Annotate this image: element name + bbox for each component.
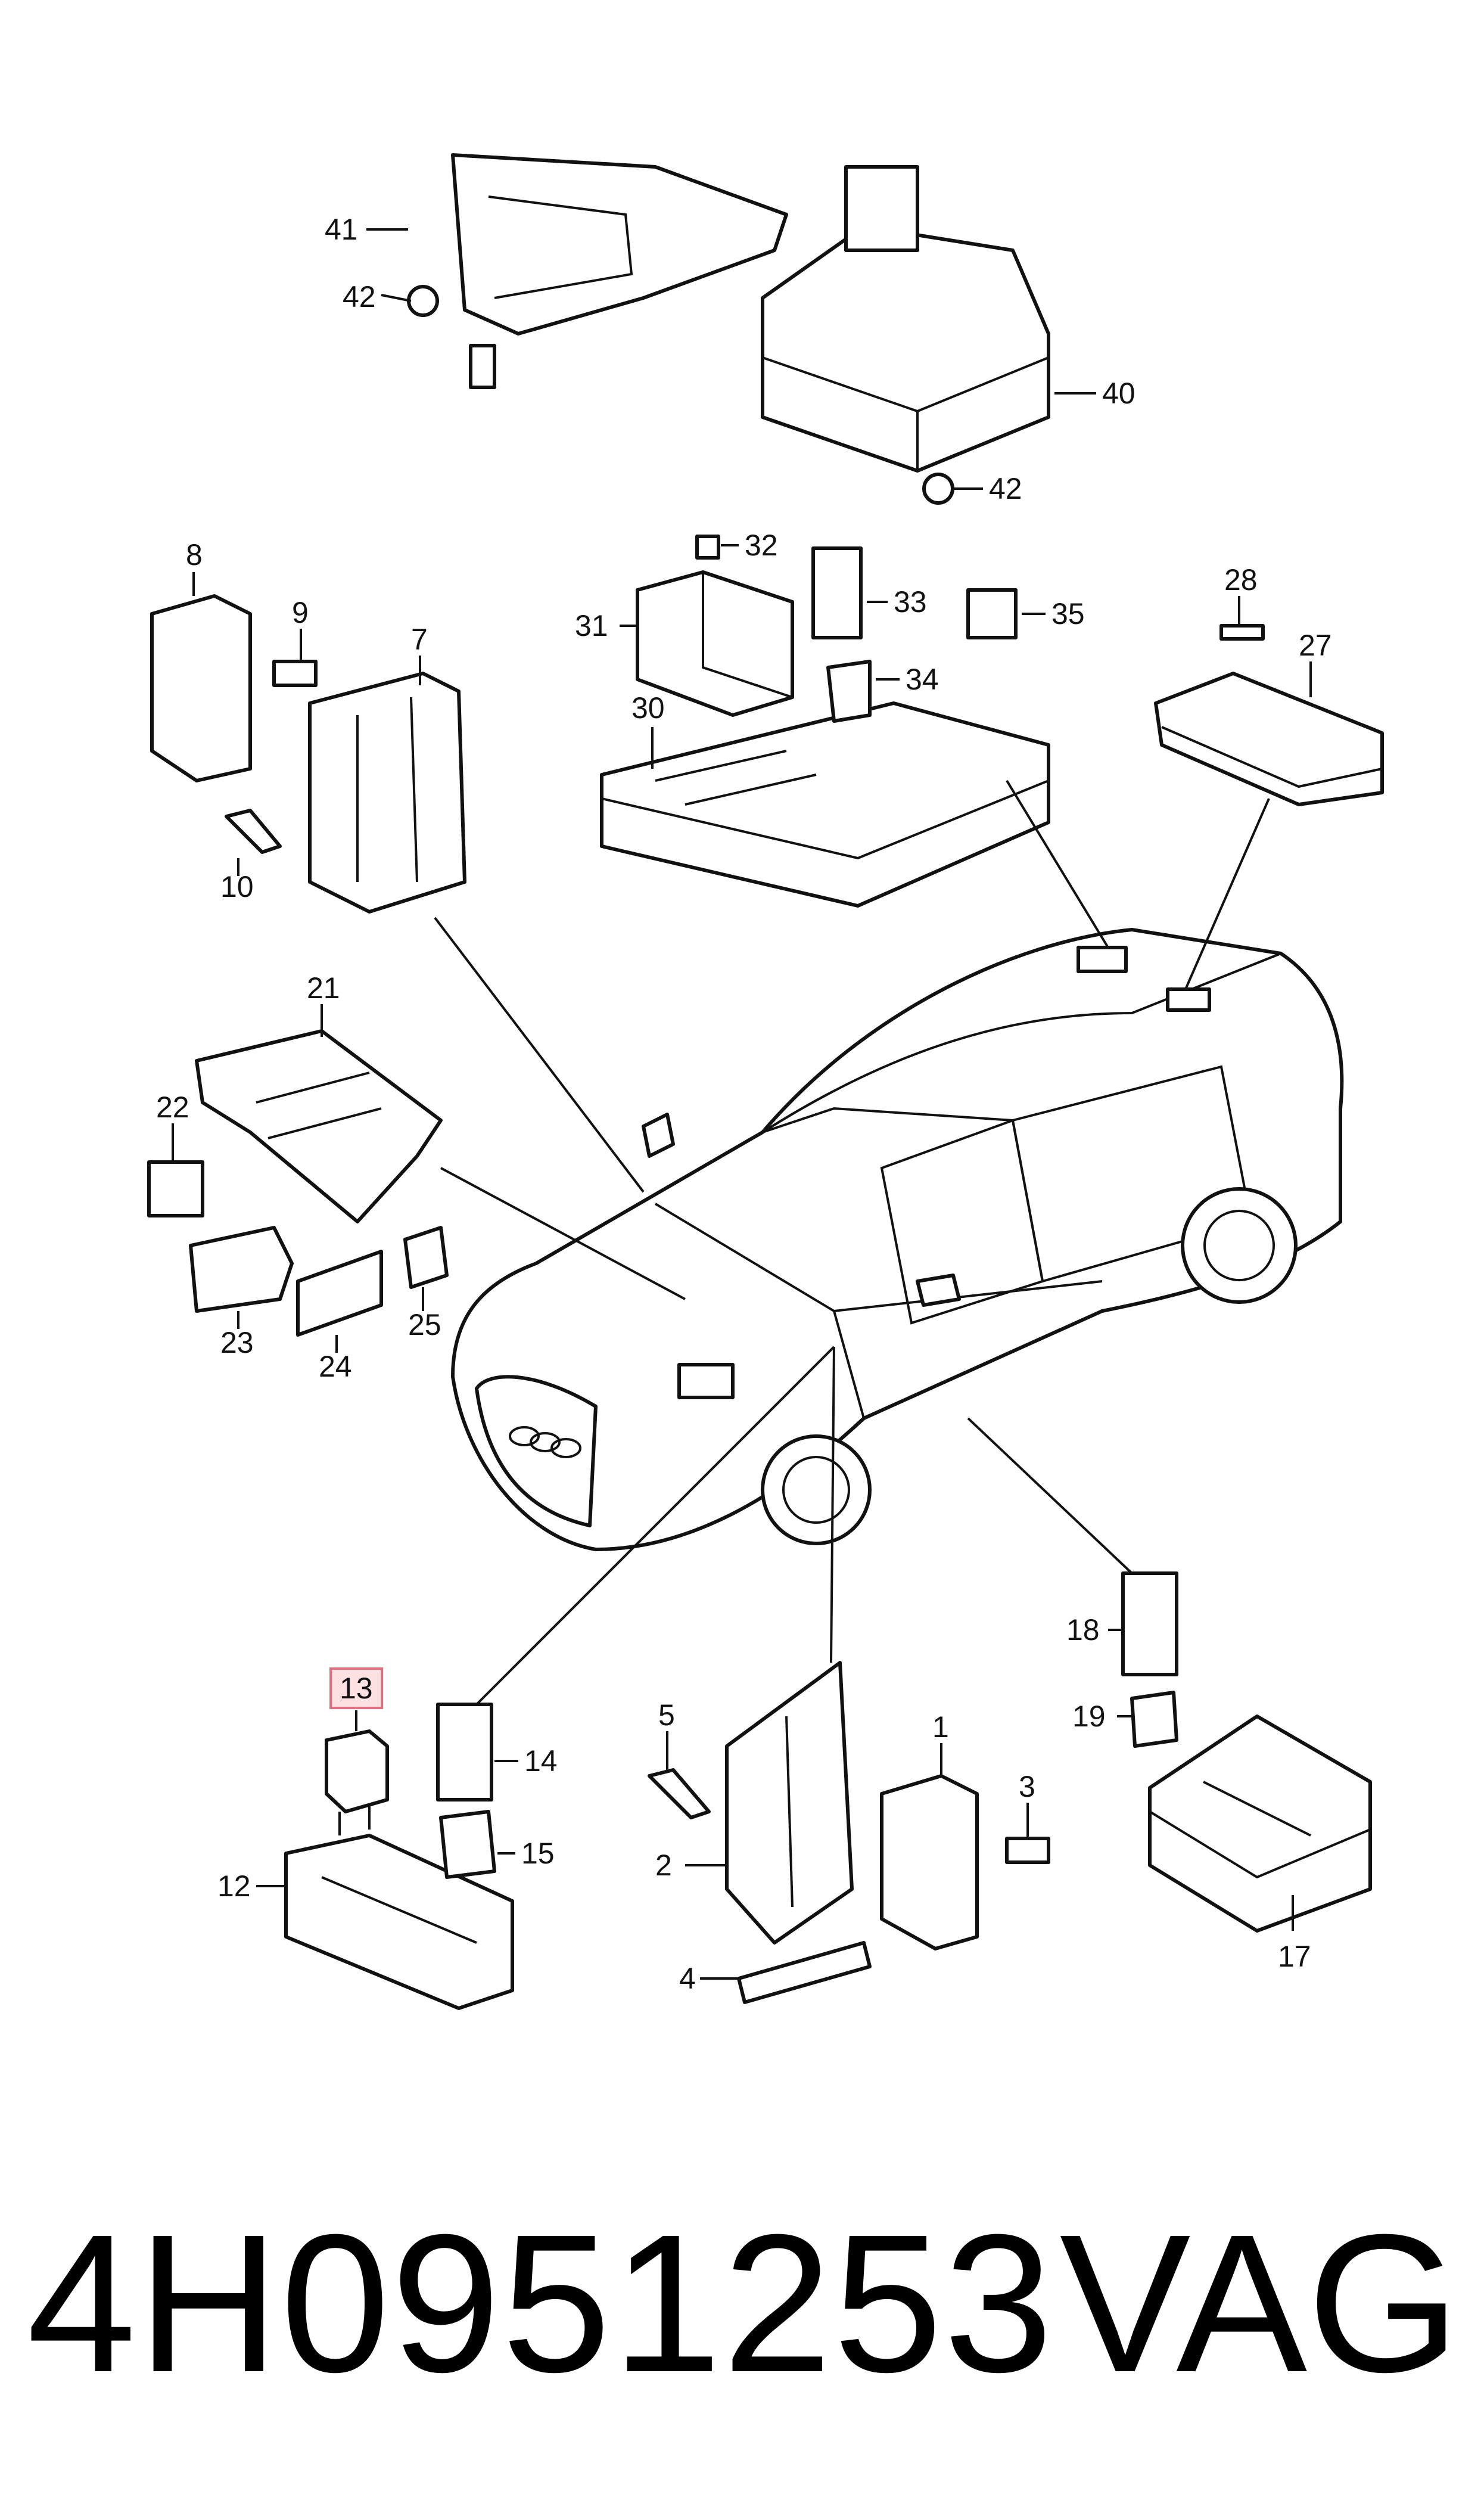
callout-27: 27 — [1299, 629, 1332, 662]
part-2-relay-carrier — [725, 1661, 854, 1945]
part-12-relay-plate — [284, 1834, 514, 2010]
callout-13-highlight — [329, 1667, 383, 1709]
part-42-nut-top — [407, 285, 439, 317]
callout-labels: 41 42 40 42 32 33 31 35 34 30 28 27 8 9 … — [156, 213, 1332, 1995]
callout-30: 30 — [631, 691, 665, 725]
callout-33: 33 — [894, 585, 927, 619]
part-22-relay — [147, 1160, 204, 1217]
callout-32: 32 — [745, 529, 778, 562]
part-35-relay — [966, 588, 1018, 639]
callout-25: 25 — [408, 1308, 441, 1341]
callout-18: 18 — [1066, 1613, 1100, 1647]
part-5-bolt — [648, 1768, 711, 1819]
callout-8: 8 — [186, 538, 203, 571]
callout-9: 9 — [292, 596, 309, 629]
part-number: 4H0951253 — [27, 2193, 1054, 2413]
callout-12: 12 — [217, 1869, 251, 1903]
part-24-connector — [296, 1250, 383, 1337]
part-31-fuse-module — [636, 570, 794, 717]
part-30-fuse-box — [600, 701, 1050, 908]
callout-3: 3 — [1019, 1770, 1035, 1803]
callout-13: 13 — [340, 1672, 373, 1705]
callout-23: 23 — [220, 1326, 254, 1359]
part-19-clip — [1130, 1691, 1178, 1748]
part-15-clip — [439, 1810, 496, 1879]
part-27-battery-cover — [1154, 672, 1384, 806]
callout-22: 22 — [156, 1091, 189, 1124]
callout-19: 19 — [1072, 1700, 1106, 1733]
part-42-nut-right — [922, 473, 954, 505]
callout-41: 41 — [325, 213, 358, 246]
callout-34: 34 — [906, 663, 939, 696]
part-33-fuse-holder — [811, 546, 863, 639]
callout-7: 7 — [411, 623, 428, 656]
leader-lines — [172, 228, 1312, 1980]
part-25-clip — [403, 1226, 449, 1289]
part-21-bracket — [195, 1029, 443, 1223]
callout-4: 4 — [679, 1962, 696, 1995]
callout-2: 2 — [655, 1849, 672, 1882]
part-17-relay-box — [1148, 1714, 1372, 1933]
callout-24: 24 — [319, 1350, 352, 1383]
callout-5: 5 — [658, 1698, 675, 1732]
part-14-holder — [436, 1703, 493, 1801]
part-10-bolt — [225, 809, 282, 854]
part-40-fuse-carrier — [761, 165, 1050, 473]
callout-21: 21 — [307, 971, 340, 1005]
callout-40: 40 — [1102, 377, 1135, 410]
callout-10: 10 — [220, 870, 254, 903]
part-28-strip — [1219, 624, 1265, 641]
part-41-bracket — [451, 153, 788, 389]
part-8-connector — [150, 594, 252, 782]
part-13-relay — [325, 1729, 389, 1835]
part-18-holder — [1121, 1571, 1178, 1676]
callout-17: 17 — [1278, 1940, 1311, 1973]
part-23-fuse-holder — [189, 1226, 294, 1313]
brand-name: VAG — [1059, 2193, 1460, 2413]
part-9-fuse — [272, 660, 318, 687]
part-1-connector — [880, 1774, 979, 1950]
callout-42: 42 — [343, 280, 376, 313]
location-lines — [434, 779, 1270, 1706]
callout-14: 14 — [524, 1744, 558, 1778]
callout-15: 15 — [521, 1837, 555, 1870]
part-34-clip — [826, 660, 872, 723]
part-3-fuse — [1005, 1837, 1050, 1864]
callout-31: 31 — [575, 609, 608, 642]
car-illustration — [451, 928, 1344, 1551]
callout-28: 28 — [1224, 563, 1258, 597]
callout-42: 42 — [989, 472, 1022, 505]
callout-35: 35 — [1051, 597, 1085, 630]
part-32-fuse — [695, 535, 720, 560]
part-4-cover — [737, 1941, 872, 2004]
callout-1: 1 — [932, 1710, 949, 1744]
parts-exploded-diagram: 41 42 40 42 32 33 31 35 34 30 28 27 8 9 … — [147, 153, 1384, 2010]
part-7-relay-carrier — [308, 672, 466, 914]
